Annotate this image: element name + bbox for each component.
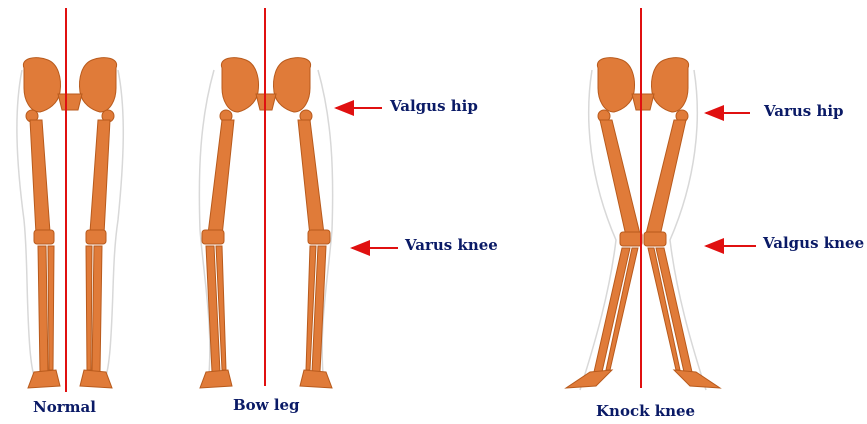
- bow-leg-caption: Bow leg: [233, 396, 300, 414]
- bow-leg-figure: [199, 8, 332, 388]
- knock-knee-lower-legs: [566, 248, 720, 388]
- valgus-knee-label: Valgus knee: [763, 234, 864, 252]
- normal-caption: Normal: [33, 398, 96, 416]
- varus-knee-label: Varus knee: [405, 236, 498, 254]
- annotation-arrows: [336, 108, 756, 248]
- varus-hip-label: Varus hip: [764, 102, 844, 120]
- knock-knee-pelvis: [597, 58, 688, 112]
- valgus-hip-label: Valgus hip: [390, 97, 478, 115]
- normal-figure: [17, 8, 123, 392]
- normal-femurs: [26, 110, 114, 244]
- knock-knee-figure: [566, 8, 720, 390]
- normal-lower-legs: [28, 246, 112, 388]
- knock-knee-caption: Knock knee: [596, 402, 695, 420]
- knock-knee-femurs: [598, 110, 688, 246]
- normal-pelvis: [23, 58, 116, 112]
